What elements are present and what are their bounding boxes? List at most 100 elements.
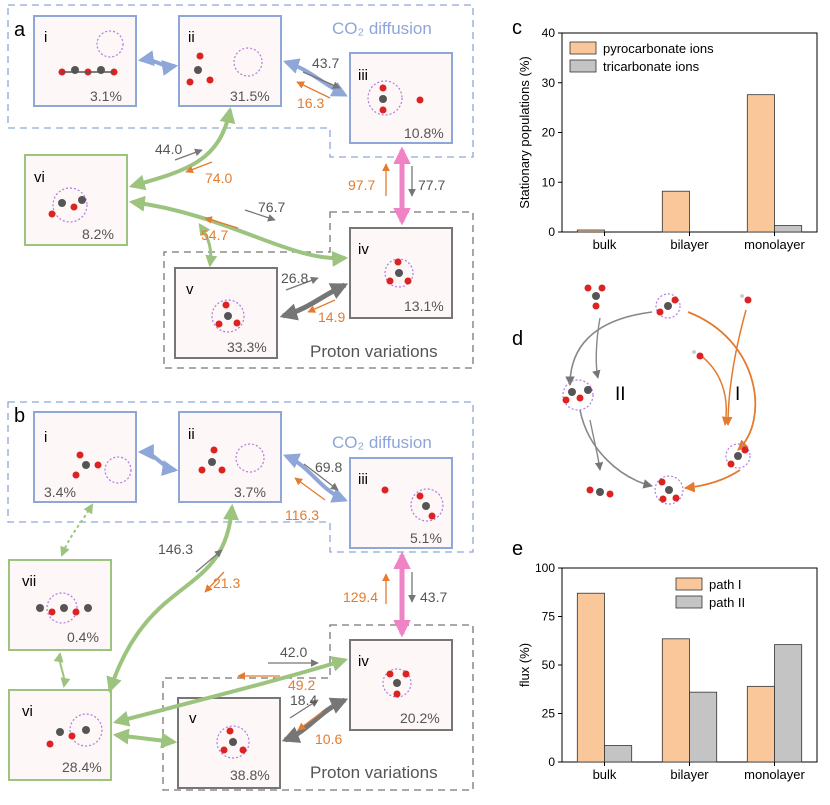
y-tick-label: 0: [548, 755, 555, 769]
legend-label: tricarbonate ions: [603, 59, 700, 74]
transition-arrows-b: [53, 444, 416, 749]
transition-arrows-a: [128, 50, 416, 321]
molecule-icon: [386, 670, 410, 698]
state-box-a-iii: iii 10.8%: [349, 52, 453, 144]
y-tick-label: 10: [542, 175, 556, 189]
state-roman: vii: [22, 573, 36, 590]
state-percent: 3.4%: [44, 484, 76, 500]
state-box-a-i: i 3.1%: [33, 15, 137, 107]
rate-label: 54.7: [201, 227, 228, 243]
co2-highlight-circle: [233, 47, 263, 77]
legend-label: path I: [709, 577, 742, 592]
state-roman: iii: [358, 67, 368, 84]
panel-label-d: d: [512, 328, 523, 350]
state-box-b-i: i 3.4%: [33, 411, 137, 503]
state-box-b-vi: vi 28.4%: [8, 689, 112, 781]
carbonate-molecule-icon: [584, 284, 606, 310]
pyrocarbonate-molecule-icon: [562, 379, 594, 411]
state-roman: iv: [358, 653, 369, 670]
rate-arrow-gray: [289, 699, 319, 719]
path-II-arc: [592, 317, 601, 379]
molecule-icon: [46, 726, 90, 748]
rate-arrow-gray: [285, 276, 319, 291]
state-percent: 31.5%: [230, 88, 270, 104]
x-tick-label: monolayer: [744, 237, 805, 252]
y-tick-label: 50: [542, 658, 556, 672]
co2-highlight-circle: [104, 456, 132, 484]
molecule-icon: [381, 486, 436, 520]
rate-label: 42.0: [280, 644, 307, 660]
path-I-arc: [699, 354, 731, 426]
state-roman: ii: [188, 29, 195, 46]
bar: [774, 225, 803, 233]
legend-swatch: [675, 577, 703, 591]
arrow-vi-iv: [112, 656, 349, 727]
rate-arrow-gray: [244, 209, 276, 222]
rate-label: 49.2: [288, 677, 315, 693]
state-percent: 28.4%: [62, 759, 102, 775]
arrow-v-iv: [281, 697, 349, 743]
arrow-ii-vi: [128, 106, 236, 191]
y-tick-label: 75: [542, 610, 556, 624]
water-molecule-icon: [740, 294, 752, 304]
state-percent: 10.8%: [404, 125, 444, 141]
co2-highlight-circle: [46, 592, 78, 624]
rate-label: 43.7: [420, 589, 447, 605]
legend-swatch: [675, 595, 703, 609]
path-I-arc: [683, 469, 741, 493]
rate-arrow-gray: [302, 71, 341, 89]
rate-label: 21.3: [213, 575, 240, 591]
bar: [604, 745, 633, 763]
rate-arrow-gray: [303, 463, 339, 491]
co2-highlight-circle: [69, 713, 103, 747]
x-tick-label: bulk: [593, 237, 617, 252]
path-I-label: I: [735, 384, 740, 405]
state-percent: 13.1%: [404, 298, 444, 314]
panel-label-a: a: [14, 19, 26, 41]
y-axis-label: Stationary populations (%): [517, 56, 532, 208]
bar: [746, 685, 775, 763]
rate-arrow-orange: [204, 216, 239, 229]
arrow-vii-vi: [53, 652, 71, 688]
co2-highlight-circle: [96, 30, 124, 58]
rate-label: 129.4: [343, 589, 378, 605]
x-tick-label: bilayer: [670, 767, 709, 782]
rate-arrow-orange: [296, 81, 331, 99]
y-tick-label: 20: [542, 126, 556, 140]
legend-swatch: [569, 59, 597, 73]
panel-b: b CO₂ diffusion Proton variations i 3.4%…: [7, 401, 474, 791]
rate-label: 77.7: [418, 177, 445, 193]
rate-arrow-orange: [294, 477, 326, 501]
rate-label: 69.8: [315, 459, 342, 475]
rate-arrow-orange: [185, 161, 213, 174]
rate-labels-a: 43.7 16.3 44.0 74.0 97.7 77.7 76.7 54.7 …: [155, 55, 445, 325]
rate-label: 43.7: [312, 55, 339, 71]
state-roman: vi: [22, 703, 33, 720]
bar: [774, 644, 803, 763]
state-box-b-vii: vii 0.4%: [8, 559, 112, 651]
state-box-a-vi: vi 8.2%: [24, 154, 128, 246]
co2-region-a: [7, 4, 474, 158]
legend-swatch: [569, 41, 597, 55]
rate-label: 76.7: [258, 199, 285, 215]
arrow-i-ii: [137, 444, 179, 476]
path-II-arc: [589, 419, 604, 471]
y-tick-label: 0: [548, 225, 555, 239]
molecule-icon: [198, 446, 226, 474]
co2-highlight-circle: [211, 299, 245, 333]
state-roman: v: [189, 710, 197, 727]
proton-variations-label-b: Proton variations: [310, 763, 438, 782]
rate-label: 26.8: [281, 270, 308, 286]
y-tick-label: 100: [535, 561, 555, 575]
state-roman: ii: [188, 426, 195, 443]
rate-arrow-orange: [297, 711, 323, 731]
state-box-a-v: v 33.3%: [174, 267, 278, 359]
rate-label: 18.4: [290, 692, 317, 708]
state-box-b-v: v 38.8%: [177, 697, 281, 789]
co2-highlight-circle: [410, 488, 444, 522]
arrow-vi-v: [112, 728, 178, 749]
panel-d: d II I: [512, 284, 757, 505]
molecule-icon: [379, 84, 424, 114]
